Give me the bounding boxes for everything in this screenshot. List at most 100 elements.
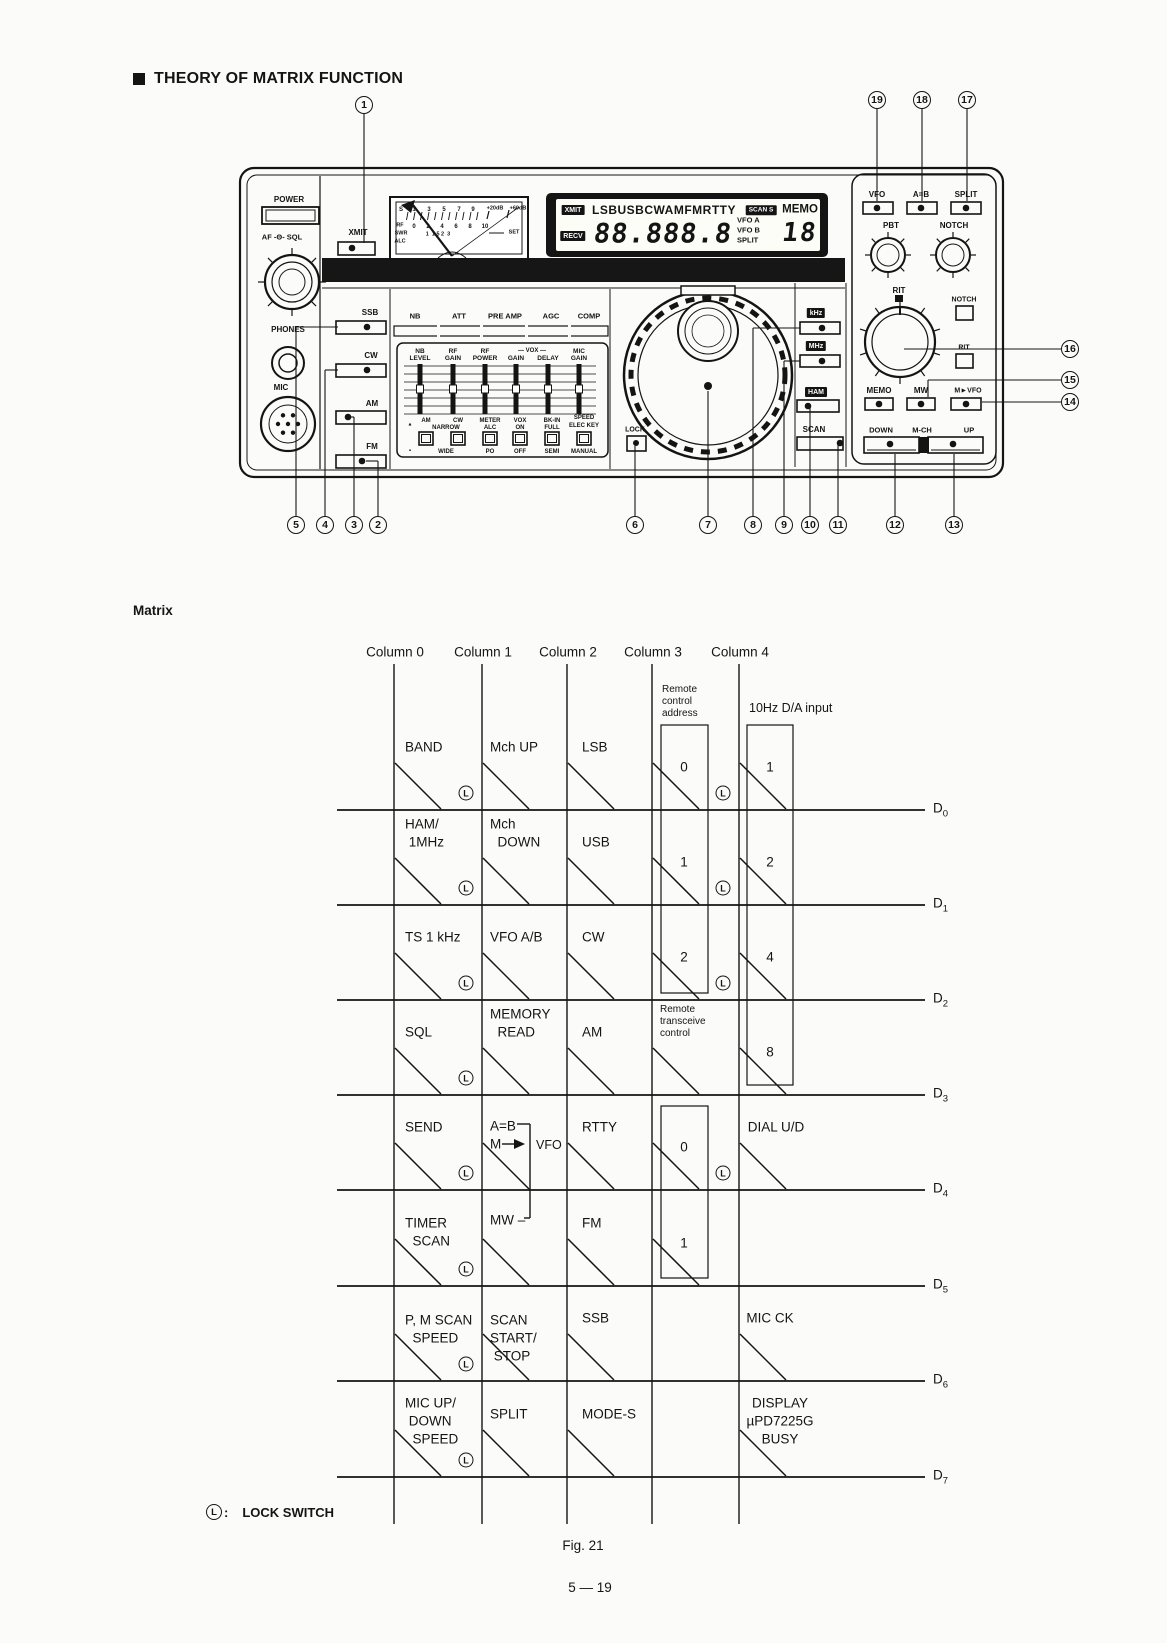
nb-level-slider-handle[interactable] [416,384,424,394]
mw-button-dot [917,400,925,408]
matrix-column-header: Column 0 [366,644,424,660]
matrix-cell-label: SEND [405,1119,443,1135]
down-label: DOWN [869,425,893,435]
rf-gain-slider-handle[interactable] [449,384,457,394]
notch-button[interactable] [955,305,974,321]
vox-delay-slider-handle[interactable] [544,384,552,394]
phones-label: PHONES [271,325,305,334]
rf-power-slider-handle[interactable] [481,384,489,394]
label: ALC [394,238,406,245]
matrix-cell-label: TIMER [405,1215,447,1231]
remote-transceive-note: control [660,1028,691,1039]
knob-tick [871,238,876,243]
memo-button[interactable] [864,397,894,411]
mic-pin [285,421,291,427]
matrix-output-label: D2 [933,990,949,1010]
matrix-cell-label: SCAN [490,1312,528,1328]
mic-pin [295,421,301,427]
label: NARROW [432,425,460,431]
memo-label: MEMO [866,386,892,395]
af-sql-knob[interactable] [263,253,321,311]
m-ch-up-button-dot [949,440,957,448]
label: AM [421,418,431,424]
label: SPEED [573,415,595,421]
knob-tick [965,238,970,243]
knob-tick [920,307,926,314]
m-to-vfo-button-dot [962,400,970,408]
vox-button[interactable] [512,431,528,446]
matrix-output-label: D7 [933,1467,949,1487]
m-to-vfo-button[interactable] [950,397,982,411]
matrix-key-diagonal [739,1047,787,1095]
lock-switch-mark: L [458,880,474,896]
fm-button[interactable] [335,454,387,469]
af-sql-knob-ring [271,261,313,303]
vox-gain-slider-handle[interactable] [512,384,520,394]
meter-tick [413,211,416,221]
label: OFF [514,449,526,455]
matrix-cell-label: USB [582,834,610,850]
tuning-knob-dimple[interactable] [677,300,739,362]
am-button[interactable] [335,410,387,425]
matrix-cell-label: 0 [680,759,688,775]
cw-button[interactable] [335,363,387,378]
matrix-cell-label: µPD7225G [746,1413,814,1429]
am-filter-button[interactable] [418,431,434,446]
power-button[interactable] [261,206,320,225]
label: 8 [468,224,472,230]
meter-select-button[interactable] [482,431,498,446]
label: VOX [513,418,527,424]
matrix-key-diagonal [482,762,530,810]
label: BK-IN [543,418,561,424]
front-panel-outline [238,166,1005,479]
callout-2: 2 [369,516,387,534]
notch-knob[interactable] [935,237,971,273]
split-button[interactable] [950,201,982,215]
label: WIDE [438,449,454,455]
label: RF [396,222,404,229]
function-switch-bar[interactable] [393,325,609,337]
keyer-button[interactable] [576,431,592,446]
mic-gain-slider-handle[interactable] [575,384,583,394]
cw-button-dot [363,366,371,374]
vfo-button[interactable] [862,201,894,215]
pbt-knob[interactable] [870,237,906,273]
knob-tick [965,267,970,272]
rit-knob[interactable] [863,305,937,379]
label: ON [515,425,525,431]
scan-button-dot [836,439,844,447]
phones-jack[interactable] [271,346,305,380]
power-button-face[interactable] [265,209,316,222]
label: POWER [472,354,498,362]
matrix-cell-label: LSB [582,739,608,755]
lock-switch-mark: L [715,785,731,801]
cw-filter-button[interactable] [450,431,466,446]
ssb-button[interactable] [335,320,387,335]
bar-divider [568,325,571,337]
scan-button[interactable] [796,436,844,451]
matrix-cell-label: MW – [490,1212,526,1228]
mic-connector[interactable] [259,395,317,453]
lock-button[interactable] [626,435,647,452]
rit-button[interactable] [955,353,974,369]
knob-tick [859,352,866,356]
matrix-cell-label: HAM/ [405,816,439,832]
matrix-cell-label: CW [582,929,605,945]
xmit-button[interactable] [337,241,376,256]
remote-transceive-note: transceive [660,1016,706,1027]
mw-button[interactable] [906,397,936,411]
a-equals-b-button[interactable] [906,201,938,215]
a-equals-b-label: A=B [912,190,930,199]
mic-pin [290,430,296,435]
ham-band-button[interactable] [796,399,840,413]
m-ch-down-button-dot [886,440,894,448]
knob-tick [874,307,880,314]
bk-in-button[interactable] [544,431,560,446]
scan-label: SCAN [802,425,826,434]
label: ▪ [408,448,412,454]
mic-pin [290,413,296,418]
split-button-dot [962,204,970,212]
callout-17: 17 [958,91,976,109]
knob-tick [859,328,866,332]
